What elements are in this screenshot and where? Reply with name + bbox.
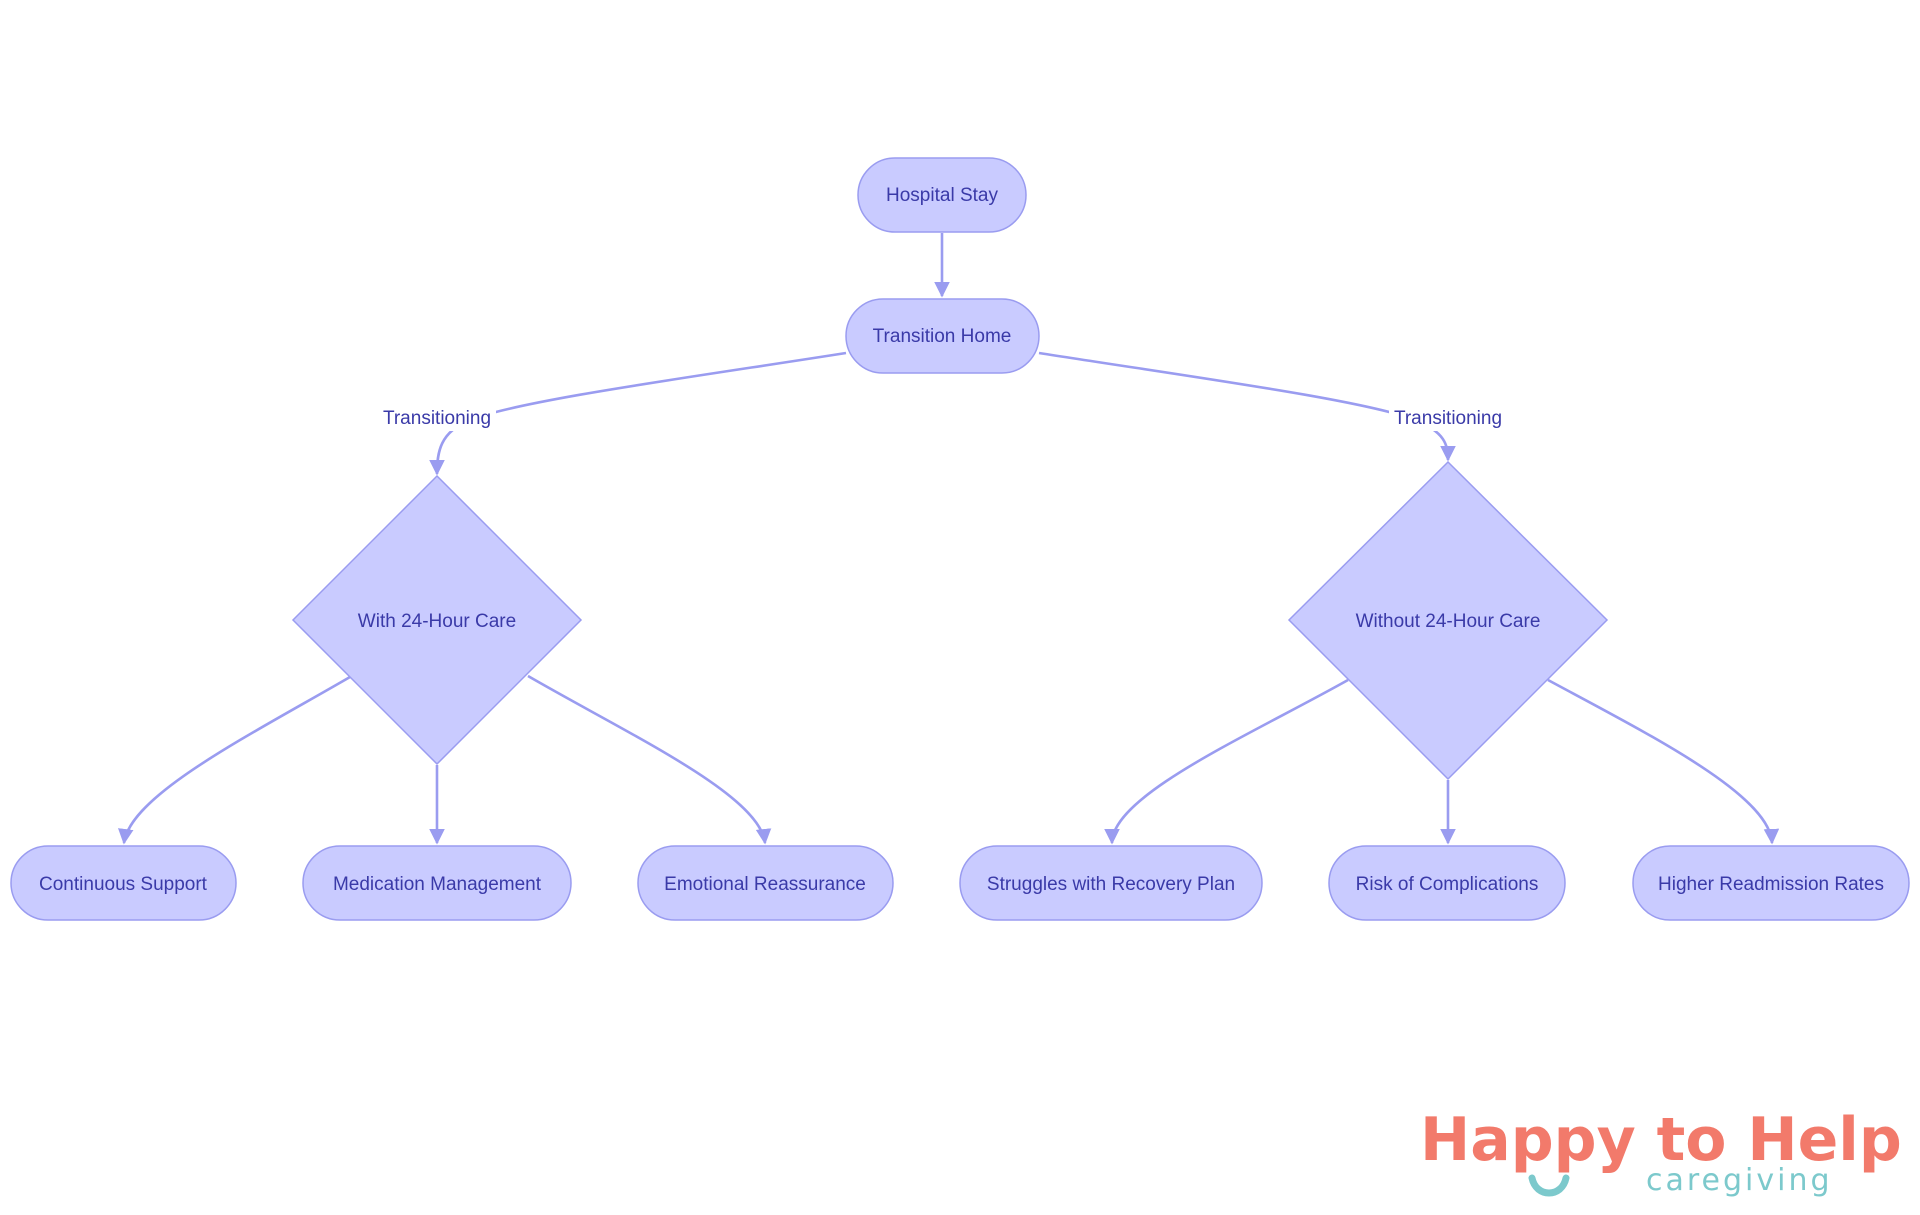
node-without-24-hour-care: Without 24-Hour Care	[1287, 460, 1609, 781]
edge-with-care-to-continuous-support	[118, 675, 351, 845]
edge-label-with-care: Transitioning	[378, 403, 496, 431]
node-medication-management: Medication Management	[302, 845, 572, 921]
logo-subtitle: caregiving	[1646, 1163, 1833, 1198]
node-continuous-support: Continuous Support	[10, 845, 237, 921]
node-emotional-reassurance: Emotional Reassurance	[637, 845, 894, 921]
node-transition-home-label: Transition Home	[873, 326, 1012, 347]
node-without-24-hour-care-label: Without 24-Hour Care	[1356, 611, 1541, 632]
happy-to-help-logo: Happy to Help caregiving	[1420, 1105, 1902, 1198]
edge-transition-to-with-care	[429, 351, 847, 476]
node-with-24-hour-care-label: With 24-Hour Care	[358, 611, 516, 632]
node-hospital-stay: Hospital Stay	[857, 157, 1027, 233]
node-struggles-with-recovery-plan: Struggles with Recovery Plan	[959, 845, 1263, 921]
edge-without-care-to-struggles-recovery	[1104, 678, 1349, 845]
edge-label-transitioning-left: Transitioning	[383, 408, 491, 429]
node-risk-of-complications: Risk of Complications	[1328, 845, 1566, 921]
logo-title: Happy to Help	[1420, 1105, 1902, 1175]
smile-icon	[1528, 1174, 1570, 1197]
edge-transition-to-without-care	[1038, 351, 1456, 462]
edges	[118, 233, 1780, 845]
edge-label-transitioning-right: Transitioning	[1394, 408, 1502, 429]
node-continuous-support-label: Continuous Support	[39, 874, 208, 895]
node-transition-home: Transition Home	[845, 298, 1040, 374]
edge-with-care-to-emotional-reassurance	[527, 674, 772, 845]
node-hospital-stay-label: Hospital Stay	[886, 185, 998, 206]
node-risk-of-complications-label: Risk of Complications	[1356, 874, 1539, 895]
node-emotional-reassurance-label: Emotional Reassurance	[664, 874, 866, 895]
node-higher-readmission-rates: Higher Readmission Rates	[1632, 845, 1910, 921]
node-with-24-hour-care: With 24-Hour Care	[291, 474, 583, 766]
node-medication-management-label: Medication Management	[333, 874, 542, 895]
node-higher-readmission-rates-label: Higher Readmission Rates	[1658, 874, 1884, 895]
node-struggles-with-recovery-plan-label: Struggles with Recovery Plan	[987, 874, 1235, 895]
edge-label-without-care: Transitioning	[1389, 403, 1507, 431]
edge-without-care-to-higher-readmission	[1547, 678, 1780, 845]
